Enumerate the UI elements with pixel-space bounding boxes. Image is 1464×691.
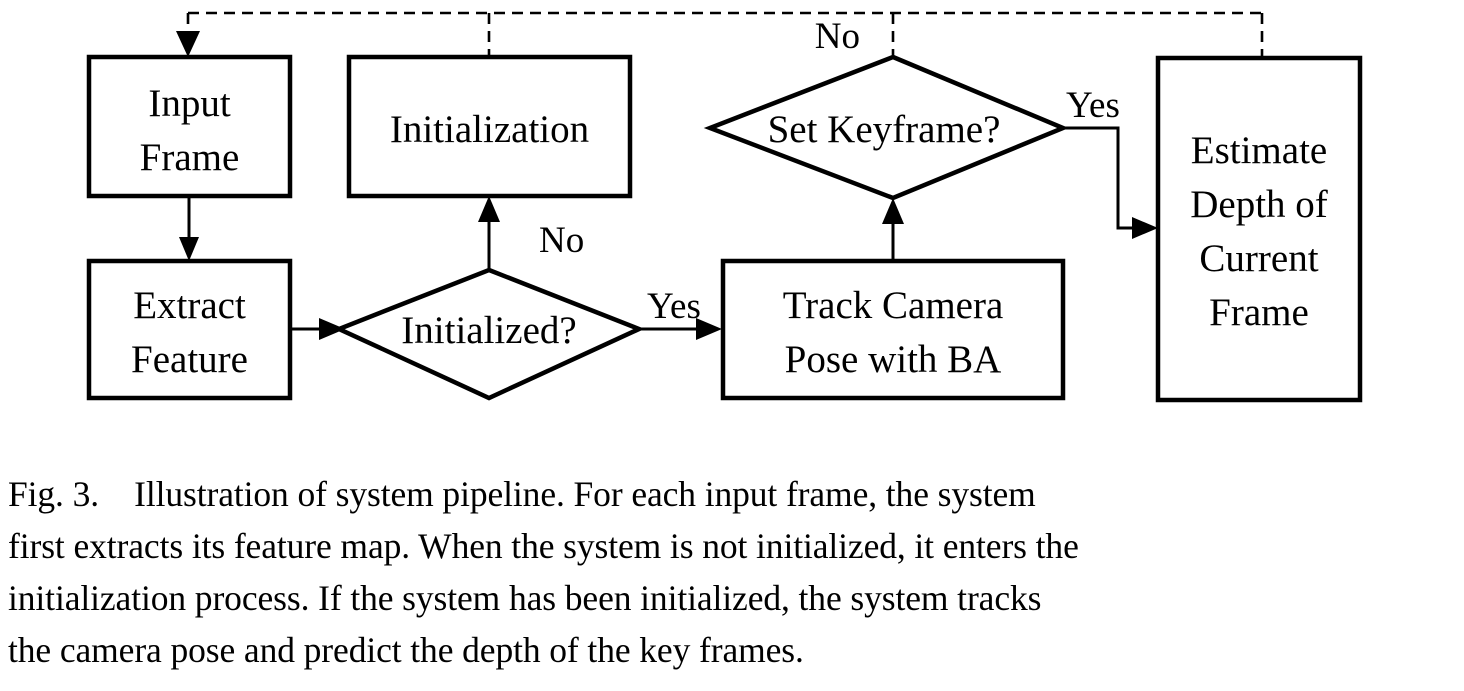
input-to-extract-arrowhead xyxy=(179,237,199,261)
initialized-question-diamond[interactable] xyxy=(333,267,645,401)
feedback-to-input-frame-arrowhead xyxy=(176,31,200,57)
edge-initialized-yes-to-track-camera: Yes xyxy=(639,286,722,340)
initialized-no-arrowhead xyxy=(478,196,500,222)
initialization-box[interactable] xyxy=(346,54,633,199)
caption-line-2: first extracts its feature map. When the… xyxy=(8,526,1079,566)
estimate-depth-label-line-2: Depth of xyxy=(1190,183,1328,226)
node-input-frame[interactable]: Input Frame xyxy=(86,54,293,199)
initialized-question-label: Initialized? xyxy=(401,309,576,352)
edge-set-keyframe-yes-to-estimate-depth: Yes xyxy=(1063,85,1158,239)
figure-caption: Fig. 3. Illustration of system pipeline.… xyxy=(8,468,1458,676)
node-track-camera-pose[interactable]: Track Camera Pose with BA xyxy=(720,258,1066,401)
edge-extract-feature-to-initialized xyxy=(290,318,345,340)
edge-track-camera-to-set-keyframe xyxy=(882,198,904,261)
edge-label-set-keyframe-no: No xyxy=(815,16,860,57)
estimate-depth-label-line-4: Frame xyxy=(1209,291,1309,334)
node-estimate-depth[interactable]: Estimate Depth of Current Frame xyxy=(1155,55,1363,403)
node-initialization[interactable]: Initialization xyxy=(346,54,633,199)
estimate-depth-label-line-1: Estimate xyxy=(1191,129,1327,172)
edge-input-frame-to-extract-feature xyxy=(179,196,199,261)
edge-initialized-no-to-initialization: No xyxy=(478,196,584,270)
system-pipeline-flowchart: Input Frame Extract Feature Initializati… xyxy=(86,11,1363,403)
node-initialized-question[interactable]: Initialized? xyxy=(333,267,645,401)
extract-to-initialized-arrowhead xyxy=(319,318,345,340)
caption-line-4: the camera pose and predict the depth of… xyxy=(8,630,804,670)
keyframe-yes-arrowhead xyxy=(1132,217,1158,239)
input-frame-label-line-1: Input xyxy=(148,82,230,125)
set-keyframe-question-label: Set Keyframe? xyxy=(768,108,1001,151)
caption-line-1: Fig. 3. Illustration of system pipeline.… xyxy=(8,474,1036,514)
extract-feature-label-line-1: Extract xyxy=(133,284,246,327)
node-extract-feature[interactable]: Extract Feature xyxy=(86,258,293,401)
extract-feature-label-line-2: Feature xyxy=(131,338,248,381)
initialized-yes-arrowhead xyxy=(696,318,722,340)
estimate-depth-box[interactable] xyxy=(1155,55,1363,403)
initialization-label: Initialization xyxy=(390,108,589,151)
track-camera-pose-label-line-1: Track Camera xyxy=(783,284,1004,327)
feedback-bus-dashed xyxy=(176,11,1264,58)
track-camera-pose-label-line-2: Pose with BA xyxy=(785,338,1002,381)
edge-label-set-keyframe-yes: Yes xyxy=(1066,85,1120,126)
input-frame-box[interactable] xyxy=(86,54,293,199)
edge-label-initialized-no: No xyxy=(539,220,584,261)
track-camera-pose-box[interactable] xyxy=(720,258,1066,401)
keyframe-yes-line xyxy=(1063,126,1138,230)
track-to-keyframe-arrowhead xyxy=(882,198,904,224)
edge-label-initialized-yes: Yes xyxy=(647,286,701,327)
caption-line-3: initialization process. If the system ha… xyxy=(8,578,1042,618)
estimate-depth-label-line-3: Current xyxy=(1199,237,1318,280)
node-set-keyframe-question[interactable]: Set Keyframe? No xyxy=(703,16,1069,201)
input-frame-label-line-2: Frame xyxy=(140,136,240,179)
set-keyframe-question-diamond[interactable] xyxy=(703,54,1069,201)
